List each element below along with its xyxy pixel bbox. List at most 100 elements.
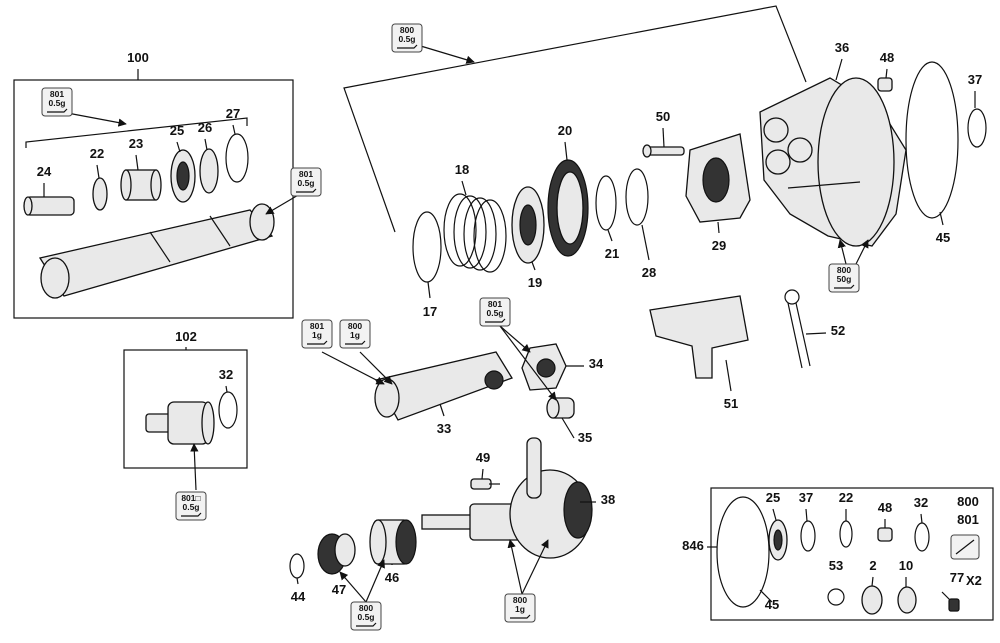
callout-102: 102 <box>175 329 197 344</box>
callout-20: 20 <box>558 123 572 138</box>
callout-45: 45 <box>936 230 950 245</box>
part-28-ring <box>625 168 649 226</box>
part-45-gasket <box>905 61 959 219</box>
callout-32: 32 <box>219 367 233 382</box>
part-49-screw <box>470 478 500 490</box>
callout-32: 32 <box>914 495 928 510</box>
callout-52: 52 <box>831 323 845 338</box>
grease-badge-code: 801 <box>299 169 313 179</box>
part-38-carrier-assembly <box>421 437 593 559</box>
callout-49: 49 <box>476 450 490 465</box>
grease-gun-icon <box>296 188 317 193</box>
grease-badge-amount: 0.5g <box>48 98 65 108</box>
kit-846-box <box>710 487 994 621</box>
callout-25: 25 <box>766 490 780 505</box>
grease-badge-code: 800 <box>513 595 527 605</box>
grease-gun-icon <box>397 44 418 49</box>
part-17-washer <box>412 211 442 283</box>
part-26-ring <box>199 148 219 194</box>
callout-53: 53 <box>829 558 843 573</box>
grease-arrows <box>61 43 869 603</box>
grease-badge-amount: 1g <box>515 604 525 614</box>
bracket-top <box>343 5 807 233</box>
grease-badge-amount: 1g <box>350 330 360 340</box>
grease-gun-icon <box>345 340 366 345</box>
callout-22: 22 <box>839 490 853 505</box>
callout-77-quantity: X2 <box>966 573 982 588</box>
grease-badge-code: 801 <box>50 89 64 99</box>
callout-77: 77 <box>950 570 964 585</box>
part-29-plate <box>685 133 751 223</box>
part-46-ring-gear <box>369 519 417 565</box>
part-25-bearing <box>170 149 196 203</box>
grease-badge-amount: 0.5g <box>357 612 374 622</box>
grease-badge-code: 800 <box>348 321 362 331</box>
callout-36: 36 <box>835 40 849 55</box>
callout-800: 800 <box>957 494 979 509</box>
callout-48: 48 <box>878 500 892 515</box>
part-44-washer <box>289 553 305 579</box>
grease-badge-code: 801 <box>488 299 502 309</box>
part-50-pin <box>642 144 685 158</box>
callout-34: 34 <box>589 356 604 371</box>
grease-gun-icon <box>510 614 531 619</box>
callout-46: 46 <box>385 570 399 585</box>
part-47-gear <box>317 533 356 575</box>
kit-part-53-ring <box>827 588 845 606</box>
grease-badge-amount: 1g <box>312 330 322 340</box>
callout-19: 19 <box>528 275 542 290</box>
part-19-hammer <box>511 186 545 264</box>
bracket-100 <box>25 117 248 148</box>
part-51-bracket <box>649 295 749 379</box>
callout-22: 22 <box>90 146 104 161</box>
callout-28: 28 <box>642 265 656 280</box>
grease-gun-icon <box>485 318 506 323</box>
callout-44: 44 <box>291 589 306 604</box>
kit-part-32-oring <box>914 522 930 552</box>
grease-badge-code: 801□ <box>181 493 200 503</box>
part-24-shaft <box>23 196 75 216</box>
grease-gun-icon <box>834 284 855 289</box>
grease-gun-icon <box>47 108 68 113</box>
callout-26: 26 <box>198 120 212 135</box>
callout-29: 29 <box>712 238 726 253</box>
callout-17: 17 <box>423 304 437 319</box>
callout-23: 23 <box>129 136 143 151</box>
part-36-housing <box>759 77 907 247</box>
grease-badge-amount: 50g <box>837 274 852 284</box>
part-20-gear <box>547 159 589 257</box>
callout-45: 45 <box>765 597 779 612</box>
grease-badge-amount: 0.5g <box>398 34 415 44</box>
part-102-assembly <box>145 401 215 445</box>
kit-part-25-bearing <box>768 519 788 561</box>
kit-part-37-oring <box>800 520 816 552</box>
kit-part-45-gasket <box>716 496 770 608</box>
callout-25: 25 <box>170 123 184 138</box>
grease-gun-icon <box>307 340 328 345</box>
grease-badge-code: 800 <box>837 265 851 275</box>
callout-2: 2 <box>869 558 876 573</box>
part-33-lever-shaft <box>374 351 513 421</box>
callout-27: 27 <box>226 106 240 121</box>
part-22-washer <box>92 177 108 211</box>
grease-badge-code: 800 <box>359 603 373 613</box>
grease-badge: 801□0.5g <box>175 491 207 521</box>
grease-badge-amount: 0.5g <box>297 178 314 188</box>
callout-100: 100 <box>127 50 149 65</box>
callout-51: 51 <box>724 396 738 411</box>
part-34-nut <box>521 343 567 391</box>
grease-gun-icon <box>356 622 377 627</box>
kit-part-77-brush <box>941 591 960 612</box>
kit-part-2-cap <box>861 585 883 615</box>
callout-801: 801 <box>957 512 979 527</box>
kit-grease-tube-icon <box>950 534 980 560</box>
kit-100-box <box>13 79 294 319</box>
